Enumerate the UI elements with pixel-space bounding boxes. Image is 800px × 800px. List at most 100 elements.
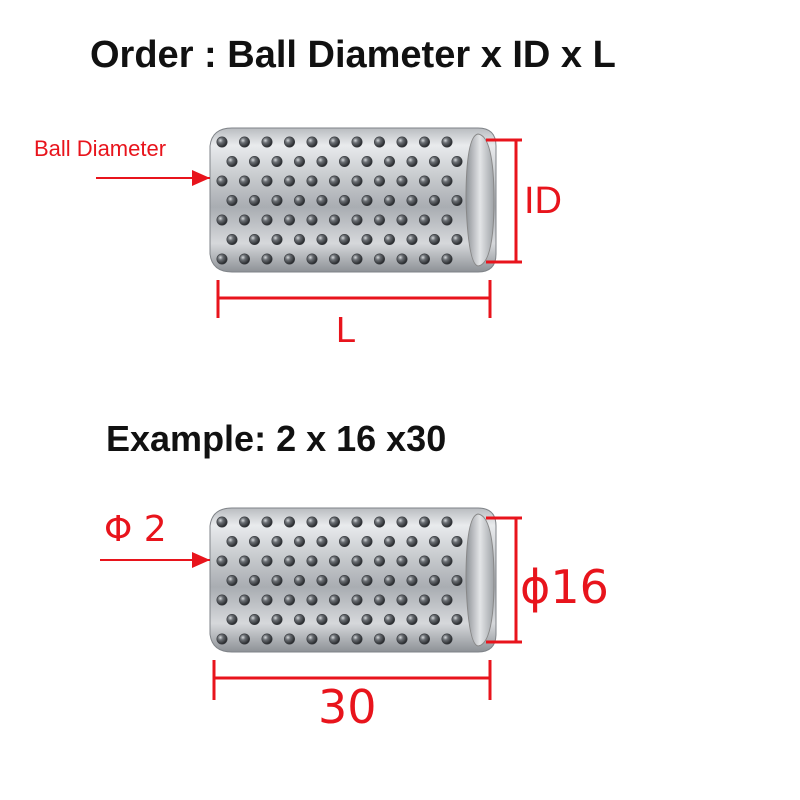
cage-ball <box>283 555 295 567</box>
cage-ball <box>271 613 283 625</box>
cage-ball <box>396 516 408 528</box>
cage-ball <box>428 156 440 168</box>
cage-ball <box>261 594 273 606</box>
cage-ball <box>396 253 408 265</box>
example-heading: Example: 2 x 16 x30 <box>106 418 447 459</box>
cage-ball <box>283 253 295 265</box>
cage-ball <box>338 195 350 207</box>
cage-ball <box>249 156 261 168</box>
cage-ball <box>338 234 350 246</box>
cage-ball <box>428 234 440 246</box>
cage-ball <box>361 156 373 168</box>
cage-ball <box>451 535 463 547</box>
cage-ball <box>226 535 238 547</box>
cage-ball <box>451 613 463 625</box>
cage-ball <box>361 613 373 625</box>
cage-ball <box>418 594 430 606</box>
cage-ball <box>283 175 295 187</box>
cage-ball <box>351 214 363 226</box>
example-ball-grid <box>216 516 463 645</box>
cage-ball <box>338 535 350 547</box>
cage-ball <box>239 516 251 528</box>
cage-ball <box>406 195 418 207</box>
cage-ball <box>293 195 305 207</box>
ball-diameter-label: Ball Diameter <box>34 136 167 161</box>
length-label: L <box>336 309 357 350</box>
cage-ball <box>261 633 273 645</box>
cage-ball <box>316 613 328 625</box>
cage-ball <box>428 613 440 625</box>
cage-ball <box>338 613 350 625</box>
cage-ball <box>406 613 418 625</box>
top-ball-cage-image <box>209 127 497 273</box>
cage-ball <box>328 633 340 645</box>
cage-ball <box>261 555 273 567</box>
cage-ball <box>226 574 238 586</box>
cage-ball <box>441 555 453 567</box>
cage-ball <box>271 234 283 246</box>
cage-ball <box>261 214 273 226</box>
cage-ball <box>373 633 385 645</box>
cage-ball <box>406 156 418 168</box>
cage-ball <box>373 555 385 567</box>
cage-ball <box>306 516 318 528</box>
cage-ball <box>239 633 251 645</box>
cage-ball <box>293 613 305 625</box>
cage-ball <box>306 555 318 567</box>
cage-ball <box>216 253 228 265</box>
cage-ball <box>306 633 318 645</box>
example-id-label: ϕ16 <box>520 560 609 614</box>
cage-ball <box>249 195 261 207</box>
cage-ball <box>418 516 430 528</box>
cage-ball <box>441 214 453 226</box>
order-title: Order : Ball Diameter x ID x L <box>90 34 616 76</box>
cage-ball <box>293 535 305 547</box>
cage-ball <box>216 214 228 226</box>
cage-ball <box>396 633 408 645</box>
id-label: ID <box>524 180 562 222</box>
cage-ball <box>261 253 273 265</box>
cage-ball <box>328 175 340 187</box>
cage-ball <box>338 574 350 586</box>
cage-ball <box>216 136 228 148</box>
example-ball-cage-image <box>209 507 497 653</box>
cage-ball <box>328 516 340 528</box>
cage-ball <box>373 175 385 187</box>
cage-ball <box>328 214 340 226</box>
cage-ball <box>351 594 363 606</box>
example-length-label: 30 <box>318 680 377 734</box>
cage-ball <box>373 214 385 226</box>
cage-ball <box>328 555 340 567</box>
cage-ball <box>293 156 305 168</box>
cage-ball <box>271 535 283 547</box>
cage-ball <box>418 253 430 265</box>
cage-ball <box>293 574 305 586</box>
cage-ball <box>249 535 261 547</box>
cage-ball <box>361 535 373 547</box>
cage-ball <box>306 136 318 148</box>
cage-ball <box>351 136 363 148</box>
cage-ball <box>351 633 363 645</box>
cage-ball <box>383 535 395 547</box>
cage-ball <box>441 516 453 528</box>
top-ball-grid <box>216 136 463 265</box>
cage-ball <box>306 175 318 187</box>
cage-ball <box>216 633 228 645</box>
cage-ball <box>441 594 453 606</box>
cage-ball <box>428 195 440 207</box>
cage-ball <box>418 633 430 645</box>
cage-ball <box>418 136 430 148</box>
cage-ball <box>283 136 295 148</box>
cage-ball <box>216 594 228 606</box>
cage-ball <box>383 156 395 168</box>
cage-ball <box>406 535 418 547</box>
cage-ball <box>441 633 453 645</box>
cage-ball <box>383 613 395 625</box>
top-annotations <box>96 138 522 318</box>
cage-ball <box>338 156 350 168</box>
cage-ball <box>261 516 273 528</box>
cage-ball <box>316 195 328 207</box>
cage-ball <box>328 136 340 148</box>
cage-ball <box>351 555 363 567</box>
